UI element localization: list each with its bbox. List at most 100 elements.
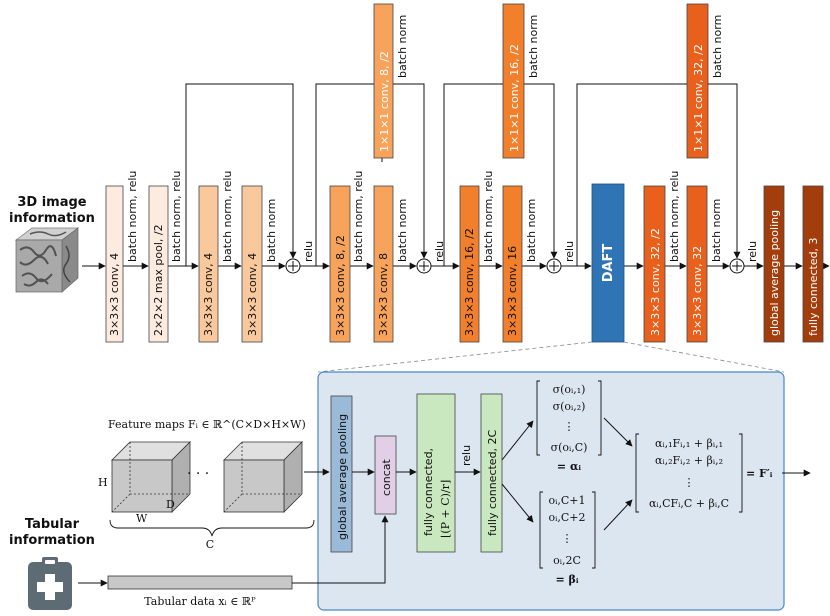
side-labels: batch norm, relu batch norm, relu batch … <box>126 171 723 262</box>
detail-relu-label: relu <box>460 445 473 466</box>
side-b7: batch norm <box>525 199 538 262</box>
label-b9: 3×3×3 conv, 32 <box>691 246 704 336</box>
alpha-entry-2: σ(oᵢ,₂) <box>553 400 586 413</box>
add-node-4 <box>729 258 745 274</box>
zoom-lines <box>317 341 785 373</box>
side-b8: batch norm, relu <box>668 171 681 262</box>
side-b3: batch norm <box>265 199 278 262</box>
beta-entry-c: oᵢ,2C <box>553 554 581 567</box>
add-node-3 <box>546 258 562 274</box>
block-conv8-b <box>373 185 394 343</box>
block-conv4-a <box>105 185 124 343</box>
adders <box>285 258 745 274</box>
dim-w: W <box>136 512 148 525</box>
label-b3: 3×3×3 conv, 4 <box>246 253 259 336</box>
skip-label-0: 1×1×1 conv, 8, /2 <box>378 51 391 152</box>
beta-entry-dots: ⋮ <box>562 532 573 545</box>
label-b0: 3×3×3 conv, 4 <box>108 253 121 336</box>
arrow-tabular-to-concat <box>292 515 389 584</box>
add-node-1 <box>285 258 301 274</box>
side-b6: batch norm, relu <box>482 171 495 262</box>
fc1-label-line2: ⌊(P + C)/r⌋ <box>439 480 452 538</box>
result-entry-2: αᵢ,₂Fᵢ,₂ + βᵢ,₂ <box>655 454 723 467</box>
detail-gap-label: global average pooling <box>336 414 349 540</box>
skip-label-2: 1×1×1 conv, 32, /2 <box>692 44 705 152</box>
add-node-2 <box>416 258 432 274</box>
alpha-vector: σ(oᵢ,₁) σ(oᵢ,₂) ⋮ σ(oᵢ,C) = αᵢ <box>536 380 602 473</box>
fc-2c-block <box>480 393 503 553</box>
tabular-data-caption: Tabular data xᵢ ∈ ℝᴾ <box>144 595 256 608</box>
feature-map-cube-2 <box>223 441 303 513</box>
label-b11: fully connected, 3 <box>807 237 820 336</box>
skip-label-1: 1×1×1 conv, 16, /2 <box>508 44 521 152</box>
block-conv32-a <box>643 185 666 343</box>
feature-maps-label: Feature maps Fᵢ ∈ ℝ^(C×D×H×W) <box>108 418 306 431</box>
skip-side-0: batch norm <box>396 15 409 78</box>
side-b1: batch norm, relu <box>170 171 183 262</box>
alpha-entry-c: σ(oᵢ,C) <box>551 441 588 454</box>
daft-label: DAFT <box>601 244 616 283</box>
label-b1: 2×2×2 max pool, /2 <box>152 224 165 336</box>
tabular-data-bar <box>107 575 293 590</box>
block-conv8-a <box>329 185 351 343</box>
detail-gap-block <box>330 395 353 553</box>
skip-conv8 <box>373 3 394 159</box>
relu-4: relu <box>746 241 759 262</box>
label-b7: 3×3×3 conv, 16 <box>506 246 519 336</box>
label-b4: 3×3×3 conv, 8, /2 <box>334 235 347 336</box>
result-label: = F′ᵢ <box>746 467 773 480</box>
fc-bottleneck-block <box>416 393 456 553</box>
result-entry-1: αᵢ,₁Fᵢ,₁ + βᵢ,₁ <box>655 437 723 450</box>
label-b2: 3×3×3 conv, 4 <box>202 253 215 336</box>
result-entry-c: αᵢ,CFᵢ,C + βᵢ,C <box>649 497 729 510</box>
skip-conv16 <box>502 3 525 159</box>
image-input-label-line1: 3D image <box>17 195 86 210</box>
arrow-alpha-to-result <box>603 417 633 447</box>
block-fully-connected <box>802 185 824 343</box>
tabular-label-line1: Tabular <box>25 517 80 532</box>
block-conv16-b <box>502 185 523 343</box>
skip-side-2: batch norm <box>711 15 724 78</box>
block-global-avg-pool <box>763 185 785 343</box>
cube-ellipsis: · · · <box>187 466 209 482</box>
block-daft <box>591 183 625 343</box>
relu-1: relu <box>302 241 315 262</box>
alpha-entry-dots: ⋮ <box>564 420 575 433</box>
concat-block <box>374 435 397 515</box>
block-conv16-a <box>459 185 480 343</box>
result-vector: αᵢ,₁Fᵢ,₁ + βᵢ,₁ αᵢ,₂Fᵢ,₂ + βᵢ,₂ ⋮ αᵢ,CFᵢ… <box>635 433 743 513</box>
dim-c: C <box>206 538 214 551</box>
label-b5: 3×3×3 conv, 8 <box>377 253 390 336</box>
beta-entry-2: oᵢ,C+2 <box>549 511 586 524</box>
alpha-label: = αᵢ <box>557 460 582 473</box>
skip-side-1: batch norm <box>527 15 540 78</box>
channel-brace <box>109 519 315 537</box>
alpha-entry-1: σ(oᵢ,₁) <box>553 383 586 396</box>
beta-vector: oᵢ,C+1 oᵢ,C+2 ⋮ oᵢ,2C = βᵢ <box>539 491 596 586</box>
skip-block-labels: 1×1×1 conv, 8, /2 1×1×1 conv, 16, /2 1×1… <box>378 15 724 152</box>
main-blocks <box>105 183 824 343</box>
relu-labels: relu relu relu relu <box>302 241 759 262</box>
skip-blocks <box>373 3 709 159</box>
relu-2: relu <box>433 241 446 262</box>
concat-label: concat <box>380 458 393 496</box>
block-conv32-b <box>686 185 708 343</box>
side-b5: batch norm <box>396 199 409 262</box>
beta-entry-1: oᵢ,C+1 <box>549 494 586 507</box>
result-entry-dots: ⋮ <box>684 476 695 489</box>
side-b9: batch norm <box>710 199 723 262</box>
feature-map-cube-1 <box>111 441 191 513</box>
side-b0: batch norm, relu <box>126 171 139 262</box>
beta-label: = βᵢ <box>556 573 579 586</box>
dim-d: D <box>166 498 175 511</box>
arrow-to-alpha <box>501 420 534 461</box>
brain-cube-icon <box>14 227 80 293</box>
label-b6: 3×3×3 conv, 16, /2 <box>463 228 476 336</box>
relu-3: relu <box>563 241 576 262</box>
image-input-label-line2: information <box>9 211 95 226</box>
skip-conv32 <box>686 3 709 159</box>
clipboard-medical-icon <box>28 557 72 610</box>
fc1-label-line1: fully connected, <box>422 448 435 536</box>
label-b10: global average pooling <box>768 210 781 336</box>
